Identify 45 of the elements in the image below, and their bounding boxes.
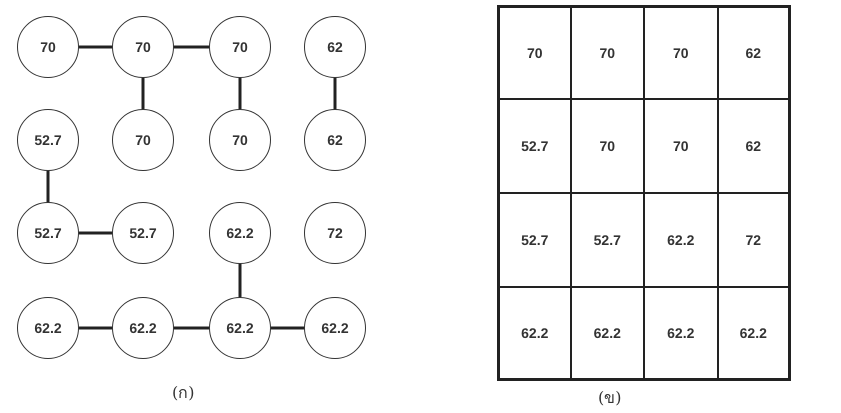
node-value: 70 (232, 132, 248, 148)
connector-line (174, 46, 209, 48)
table-cell: 70 (644, 99, 718, 193)
node-value: 62.2 (321, 320, 349, 336)
node-value: 70 (40, 39, 56, 55)
connector-line (238, 264, 242, 297)
figure-caption: (ข) (598, 387, 622, 409)
table-cell: 62.2 (570, 287, 644, 381)
node-value: 52.7 (34, 225, 62, 241)
connector-line (79, 326, 112, 330)
node-value: 72 (327, 225, 343, 241)
table-cell: 52.7 (570, 193, 644, 287)
table-cell: 62 (718, 5, 791, 99)
connector-line (238, 78, 242, 109)
table-cell: 52.7 (497, 193, 570, 287)
connector-line (334, 78, 336, 109)
connector-line (271, 326, 304, 330)
node-value: 52.7 (34, 132, 62, 148)
table-cell: 62.2 (644, 287, 718, 381)
table-cell: 72 (718, 193, 791, 287)
node-value: 70 (135, 132, 151, 148)
table-cell: 62 (718, 99, 791, 193)
table-cell: 62.2 (718, 287, 791, 381)
table-cell: 62.2 (497, 287, 570, 381)
connector-line (142, 78, 144, 109)
connector-line (79, 232, 112, 234)
node-value: 62.2 (226, 320, 254, 336)
connector-line (174, 326, 209, 330)
table-cell: 70 (644, 5, 718, 99)
node-value: 62.2 (226, 225, 254, 241)
node-value: 62 (327, 39, 343, 55)
node-value: 70 (232, 39, 248, 55)
figure-caption: (ก) (172, 382, 194, 404)
node-value: 62.2 (129, 320, 157, 336)
node-value: 62.2 (34, 320, 62, 336)
node-value: 70 (135, 39, 151, 55)
table-cell: 52.7 (497, 99, 570, 193)
table-cell: 70 (570, 5, 644, 99)
connector-line (46, 171, 50, 202)
table-cell: 70 (570, 99, 644, 193)
table-cell: 62.2 (644, 193, 718, 287)
table-cell: 70 (497, 5, 570, 99)
node-value: 62 (327, 132, 343, 148)
node-value: 52.7 (129, 225, 157, 241)
connector-line (79, 46, 112, 48)
